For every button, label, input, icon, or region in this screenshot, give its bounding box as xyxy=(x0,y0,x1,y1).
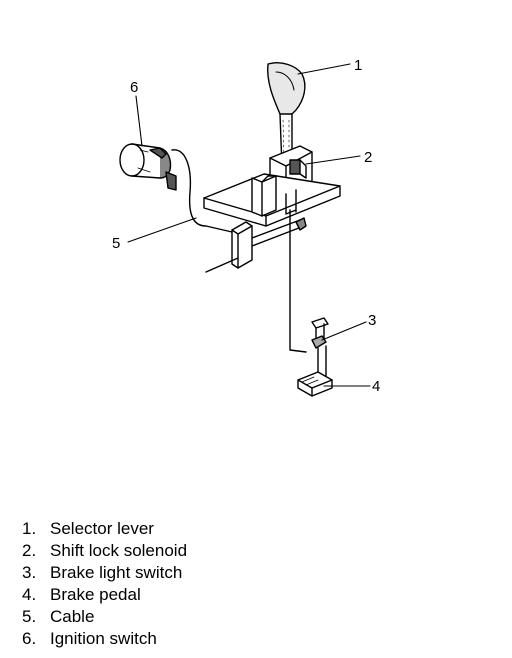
leader-3 xyxy=(321,321,367,341)
legend-number: 5. xyxy=(22,607,37,626)
cable xyxy=(171,149,307,353)
leader-5 xyxy=(127,217,197,243)
ignition-switch xyxy=(119,143,177,191)
legend-item: 4. Brake pedal xyxy=(0,584,512,606)
leader-1 xyxy=(297,63,351,75)
parts-legend: 1. Selector lever 2. Shift lock solenoid 3… xyxy=(0,518,512,650)
legend-text: Brake pedal xyxy=(50,585,141,604)
shift-lock-diagram: 1 2 3 4 5 6 xyxy=(112,57,380,397)
callout-2: 2 xyxy=(364,149,372,166)
shifter-base-plate xyxy=(203,173,341,227)
callout-4: 4 xyxy=(372,378,380,395)
legend-item: 3. Brake light switch xyxy=(0,562,512,584)
lower-bracket xyxy=(205,217,307,273)
legend-number: 3. xyxy=(22,563,37,582)
legend-text: Shift lock solenoid xyxy=(50,541,188,560)
legend-number: 4. xyxy=(22,585,37,604)
leader-6 xyxy=(135,95,143,147)
legend-text: Selector lever xyxy=(50,519,154,538)
legend-text: Cable xyxy=(50,607,95,626)
callout-1: 1 xyxy=(354,57,362,74)
leader-2 xyxy=(305,155,361,165)
legend-item: 5. Cable xyxy=(0,606,512,628)
leader-lines xyxy=(127,63,371,387)
brake-pedal xyxy=(297,345,333,397)
legend-item: 6. Ignition switch xyxy=(0,628,512,650)
legend-item: 1. Selector lever xyxy=(0,518,512,540)
callout-6: 6 xyxy=(130,79,138,96)
legend-text: Brake light switch xyxy=(50,563,183,582)
callout-3: 3 xyxy=(368,312,376,329)
legend-number: 6. xyxy=(22,629,37,648)
legend-number: 2. xyxy=(22,541,37,560)
callout-5: 5 xyxy=(112,235,120,252)
legend-item: 2. Shift lock solenoid xyxy=(0,540,512,562)
legend-number: 1. xyxy=(22,519,37,538)
brake-light-switch xyxy=(311,317,329,349)
legend-text: Ignition switch xyxy=(50,629,157,648)
